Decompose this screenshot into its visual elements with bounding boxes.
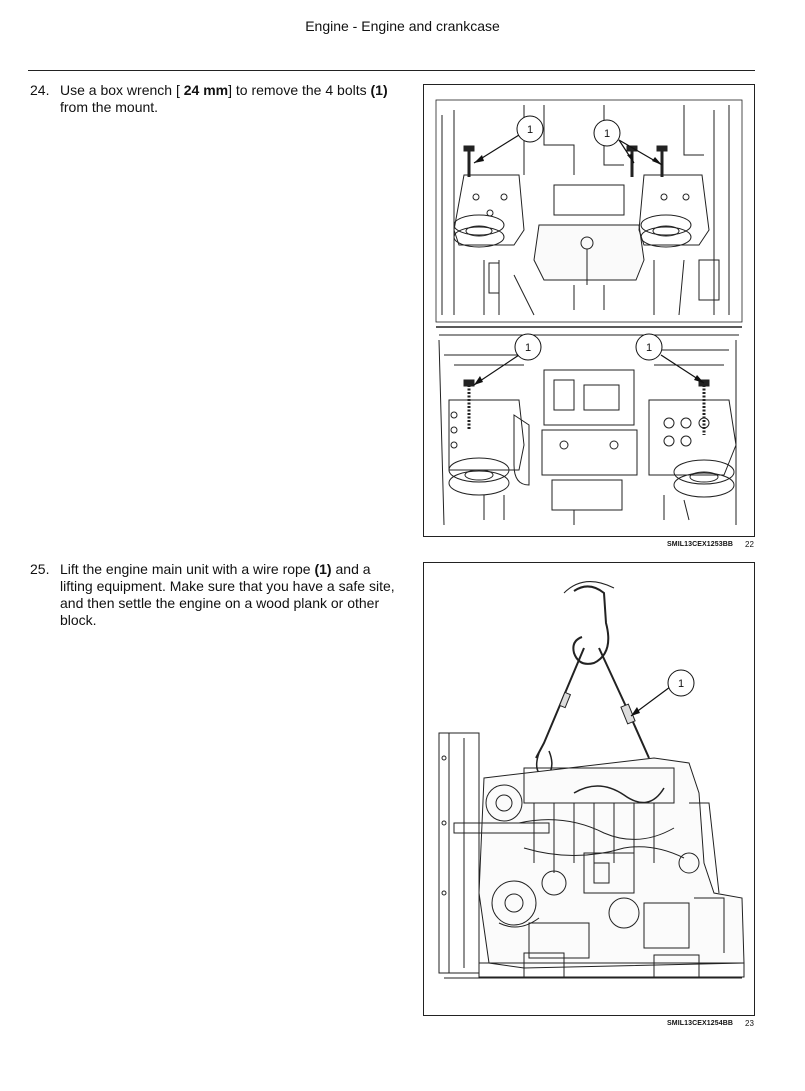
step-number: 25. bbox=[30, 561, 50, 577]
callout-label: 1 bbox=[604, 128, 610, 140]
step-text-part: from the mount. bbox=[60, 99, 159, 115]
callout-circle bbox=[516, 115, 544, 143]
engine-mount-illustration: 1 1 1 1 bbox=[435, 99, 743, 526]
callout-label: 1 bbox=[678, 678, 684, 690]
header-divider bbox=[28, 70, 755, 71]
step-text: Use a box wrench [ 24 mm] to remove the … bbox=[60, 82, 395, 116]
callout-reference: (1) bbox=[370, 82, 388, 98]
callout-label: 1 bbox=[527, 124, 533, 136]
engine-lifting-illustration: 1 bbox=[438, 581, 745, 979]
step-text-part: and a lifting equipment. Make sure that … bbox=[60, 561, 395, 628]
callout-circle bbox=[593, 119, 621, 147]
page-title: Engine - Engine and crankcase bbox=[305, 18, 500, 34]
step-text: Lift the engine main unit with a wire ro… bbox=[60, 561, 395, 629]
step-number: 24. bbox=[30, 82, 50, 98]
callout-label: 1 bbox=[646, 342, 652, 354]
callout-label: 1 bbox=[525, 342, 531, 354]
figure-caption: SMIL13CEX1254BB bbox=[667, 1020, 734, 1027]
figure-number: 23 bbox=[745, 1019, 754, 1028]
step-text-part: Lift the engine main unit with a wire ro… bbox=[60, 561, 315, 577]
figure-engine-lifting: 1 bbox=[423, 562, 755, 1016]
tool-size: 24 mm bbox=[183, 82, 229, 98]
callout-circle bbox=[667, 669, 695, 697]
step-text-part: Use a box wrench [ bbox=[60, 82, 184, 98]
callout-circle bbox=[635, 333, 663, 361]
callout-reference: (1) bbox=[314, 561, 332, 577]
step-text-part: ] to remove the 4 bolts bbox=[228, 82, 371, 98]
figure-caption: SMIL13CEX1253BB bbox=[667, 541, 734, 548]
callout-circle bbox=[514, 333, 542, 361]
figure-engine-mount-bolts: 1 1 1 1 bbox=[423, 84, 755, 537]
figure-number: 22 bbox=[745, 540, 754, 549]
